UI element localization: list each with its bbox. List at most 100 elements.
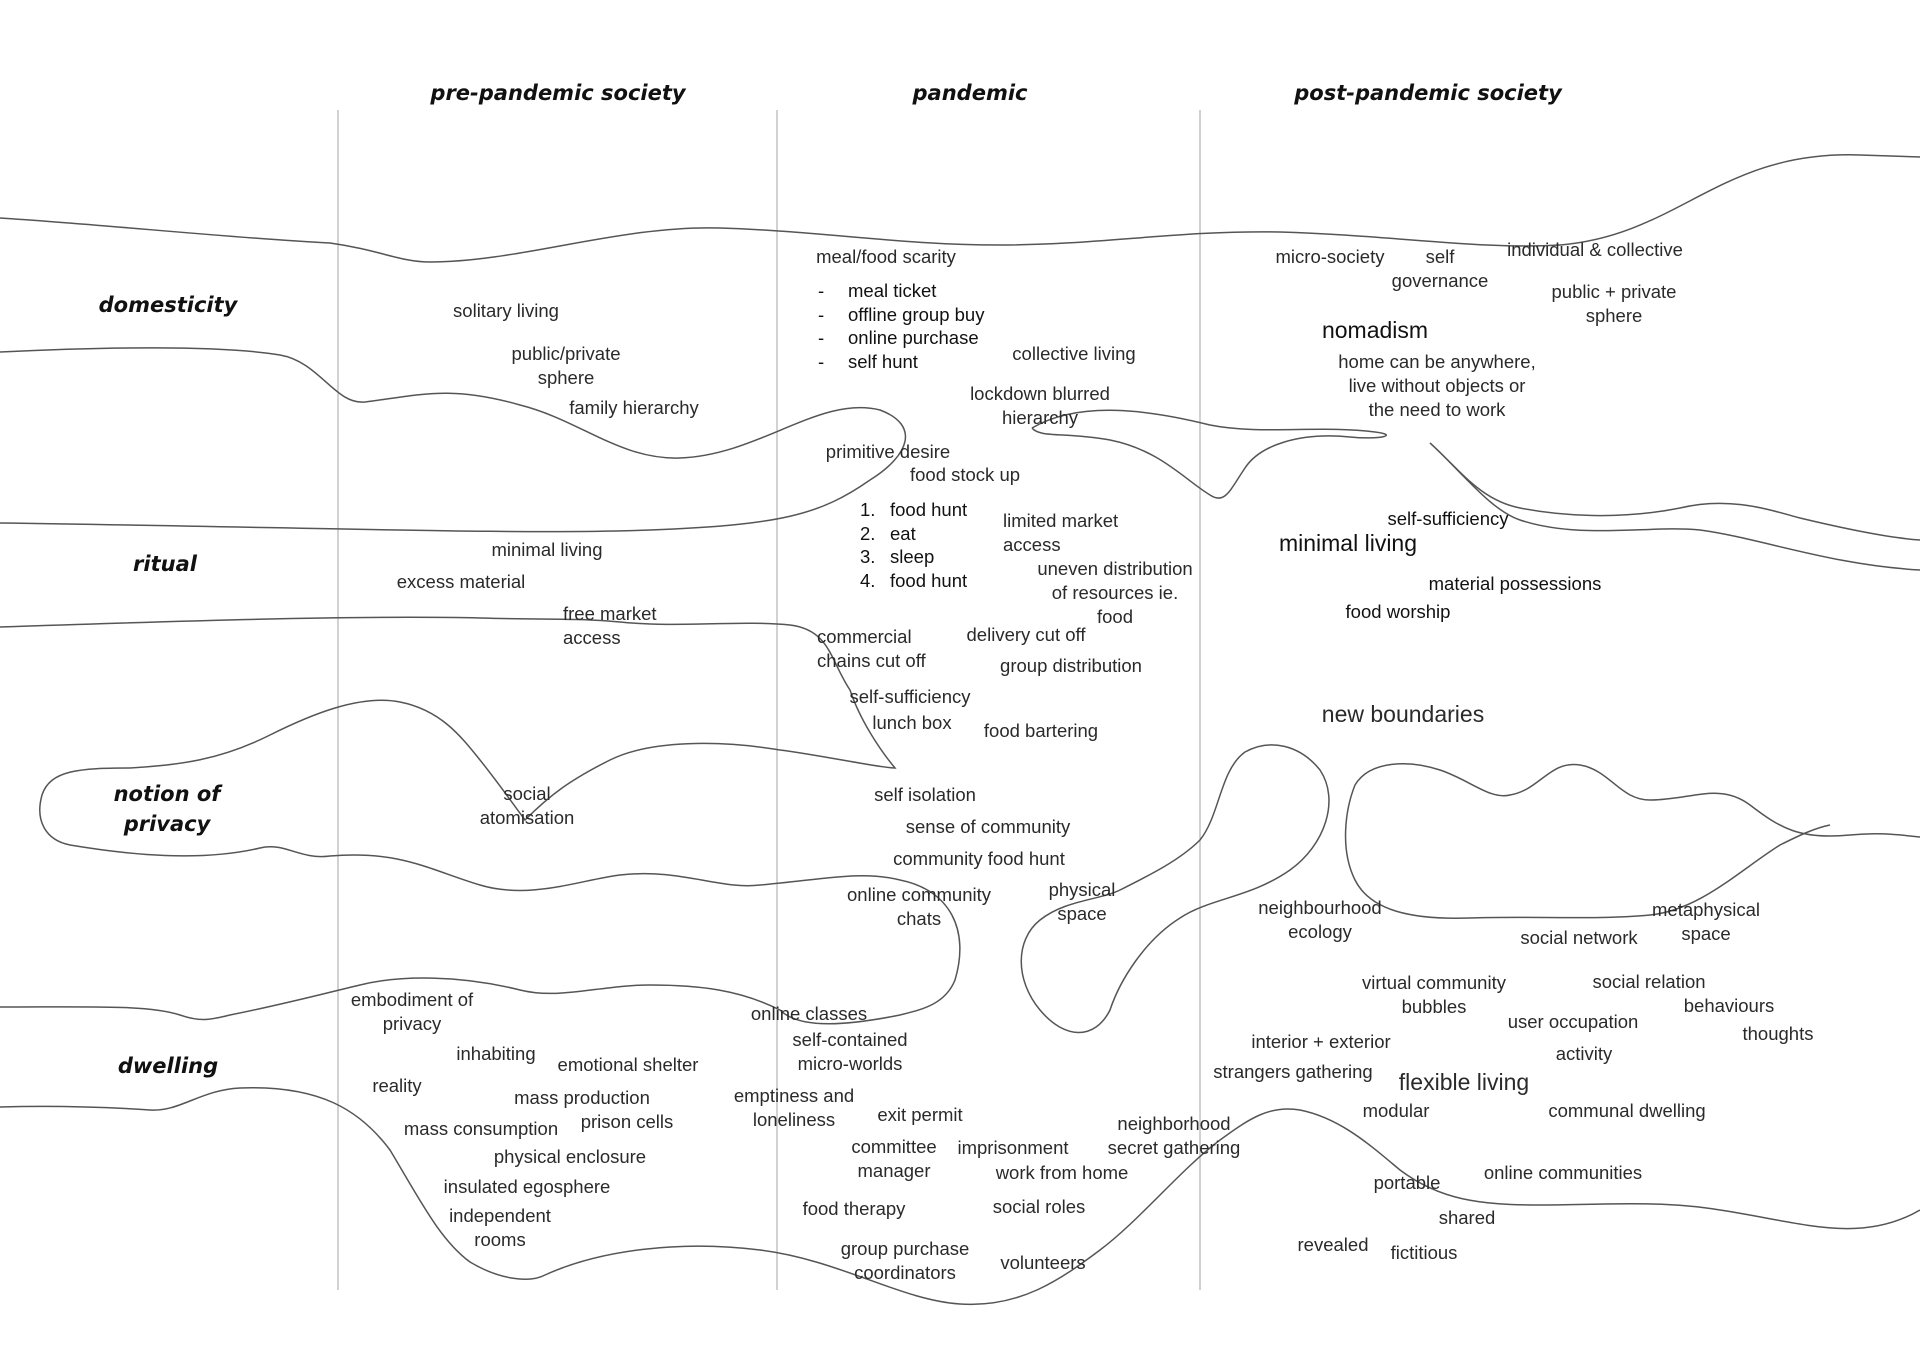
list-item: 3.sleep [860, 546, 935, 567]
label-physical-space: physical space [1048, 879, 1116, 924]
label-lunch-box: lunch box [872, 712, 952, 733]
row-heading-domesticity: domesticity [98, 293, 238, 317]
label-public-private-post: public + private sphere [1551, 281, 1677, 326]
label-material-possessions: material possessions [1428, 573, 1602, 594]
band-outline-nomadism [1031, 409, 1920, 541]
label-community-food-hunt: community food hunt [893, 848, 1065, 869]
label-inhabiting: inhabiting [456, 1043, 536, 1064]
label-user-occupation: user occupation [1507, 1011, 1639, 1032]
label-group-distribution: group distribution [1000, 655, 1142, 676]
label-online-community-chats: online community chats [847, 884, 991, 929]
band-outline-domesticity [0, 347, 907, 533]
label-sense-of-community: sense of community [905, 816, 1071, 837]
label-interior-exterior: interior + exterior [1251, 1031, 1391, 1052]
list-item: -self hunt [818, 350, 918, 372]
label-committee-manager: committee manager [851, 1136, 937, 1181]
label-food-worship: food worship [1345, 601, 1451, 622]
label-behaviours: behaviours [1683, 995, 1775, 1016]
label-self-governance: self governance [1391, 246, 1489, 291]
list-item: -online purchase [818, 327, 979, 348]
label-free-market-access: free market access [563, 603, 657, 648]
label-revealed: revealed [1297, 1234, 1369, 1255]
label-group-purchase-coordinators: group purchase coordinators [840, 1238, 970, 1283]
label-neighbourhood-ecology: neighbourhood ecology [1258, 897, 1382, 942]
label-self-isolation: self isolation [874, 784, 976, 805]
column-heading-pandemic: pandemic [912, 81, 1029, 105]
row-heading-ritual: ritual [133, 552, 197, 576]
label-virtual-community-bubbles: virtual community bubbles [1362, 972, 1506, 1017]
list-item: 2.eat [860, 522, 916, 544]
label-mass-consumption: mass consumption [403, 1118, 559, 1139]
label-food-stock-up: food stock up [909, 464, 1021, 485]
label-limited-market-access: limited market access [1003, 510, 1119, 555]
column-heading-post-pandemic: post-pandemic society [1293, 81, 1563, 105]
label-self-sufficiency-post: self-sufficiency [1387, 508, 1509, 529]
list-item: 1.food hunt [860, 499, 968, 520]
label-food-therapy: food therapy [802, 1198, 906, 1219]
band-outline-metaphysical [1344, 763, 1920, 919]
label-fictitious: fictitious [1390, 1242, 1458, 1263]
row-heading-privacy: notion of privacy [113, 782, 221, 836]
label-portable: portable [1373, 1172, 1441, 1193]
list-item: -meal ticket [818, 280, 937, 301]
label-excess-material: excess material [396, 571, 526, 592]
label-communal-dwelling: communal dwelling [1548, 1100, 1706, 1121]
label-social-network: social network [1520, 927, 1638, 948]
label-flexible-living: flexible living [1398, 1069, 1530, 1095]
label-social-relation: social relation [1592, 971, 1706, 992]
label-minimal-living-post: minimal living [1278, 530, 1418, 556]
label-food-bartering: food bartering [983, 720, 1099, 741]
band-outline-nomadism-lower [1429, 442, 1920, 571]
label-self-contained: self-contained micro-worlds [792, 1029, 908, 1074]
label-minimal-living-pre: minimal living [491, 539, 603, 560]
label-online-communities: online communities [1483, 1162, 1643, 1183]
label-neighborhood-secret-gathering: neighborhood secret gathering [1107, 1113, 1241, 1158]
label-new-boundaries: new boundaries [1321, 701, 1485, 727]
label-delivery-cut-off: delivery cut off [966, 624, 1086, 645]
label-home-anywhere: home can be anywhere, live without objec… [1338, 351, 1536, 420]
label-social-roles: social roles [992, 1196, 1086, 1217]
label-insulated-egosphere: insulated egosphere [443, 1176, 611, 1197]
label-social-atomisation: social atomisation [479, 783, 575, 828]
label-modular: modular [1362, 1100, 1430, 1121]
label-activity: activity [1555, 1043, 1613, 1064]
label-lockdown-blurred-hierarchy: lockdown blurred hierarchy [970, 383, 1110, 428]
band-outline-dwelling [0, 1087, 1920, 1306]
label-emptiness-loneliness: emptiness and loneliness [733, 1085, 855, 1130]
label-family-hierarchy: family hierarchy [569, 397, 699, 418]
label-self-sufficiency-pandemic: self-sufficiency [849, 686, 971, 707]
label-physical-enclosure: physical enclosure [493, 1146, 647, 1167]
band-outline-top [0, 154, 1920, 263]
label-reality: reality [372, 1075, 422, 1096]
label-emotional-shelter: emotional shelter [557, 1054, 699, 1075]
label-uneven-distribution: uneven distribution of resources ie. foo… [1037, 558, 1193, 627]
row-heading-dwelling: dwelling [117, 1054, 219, 1078]
label-embodiment-of-privacy: embodiment of privacy [350, 989, 474, 1034]
list-item: 4.food hunt [860, 569, 968, 591]
label-thoughts: thoughts [1742, 1023, 1814, 1044]
list-daily-cycle: 1.food hunt 2.eat 3.sleep 4.food hunt [860, 498, 967, 592]
label-micro-society: micro-society [1275, 246, 1385, 267]
label-nomadism: nomadism [1321, 317, 1429, 343]
label-shared: shared [1438, 1207, 1496, 1228]
label-solitary-living: solitary living [453, 300, 559, 321]
column-heading-pre-pandemic: pre-pandemic society [429, 81, 686, 105]
label-volunteers: volunteers [1000, 1252, 1086, 1273]
label-commercial-chains: commercial chains cut off [817, 626, 926, 671]
label-public-private-sphere: public/private sphere [511, 343, 621, 388]
band-outline-ritual [0, 616, 961, 1025]
band-outline-physical-space [1020, 744, 1330, 1034]
label-primitive-desire: primitive desire [825, 441, 951, 462]
label-meal-food-scarity: meal/food scarity [816, 246, 956, 267]
label-imprisonment: imprisonment [957, 1137, 1069, 1158]
list-item: -offline group buy [818, 303, 985, 325]
label-collective-living: collective living [1012, 343, 1136, 364]
label-strangers-gathering: strangers gathering [1213, 1061, 1373, 1082]
label-online-classes: online classes [750, 1003, 868, 1024]
label-mass-production: mass production [514, 1087, 650, 1108]
label-individual-collective: individual & collective [1507, 239, 1683, 260]
label-metaphysical-space: metaphysical space [1652, 899, 1760, 944]
label-work-from-home: work from home [995, 1162, 1129, 1183]
label-independent-rooms: independent rooms [449, 1205, 551, 1250]
